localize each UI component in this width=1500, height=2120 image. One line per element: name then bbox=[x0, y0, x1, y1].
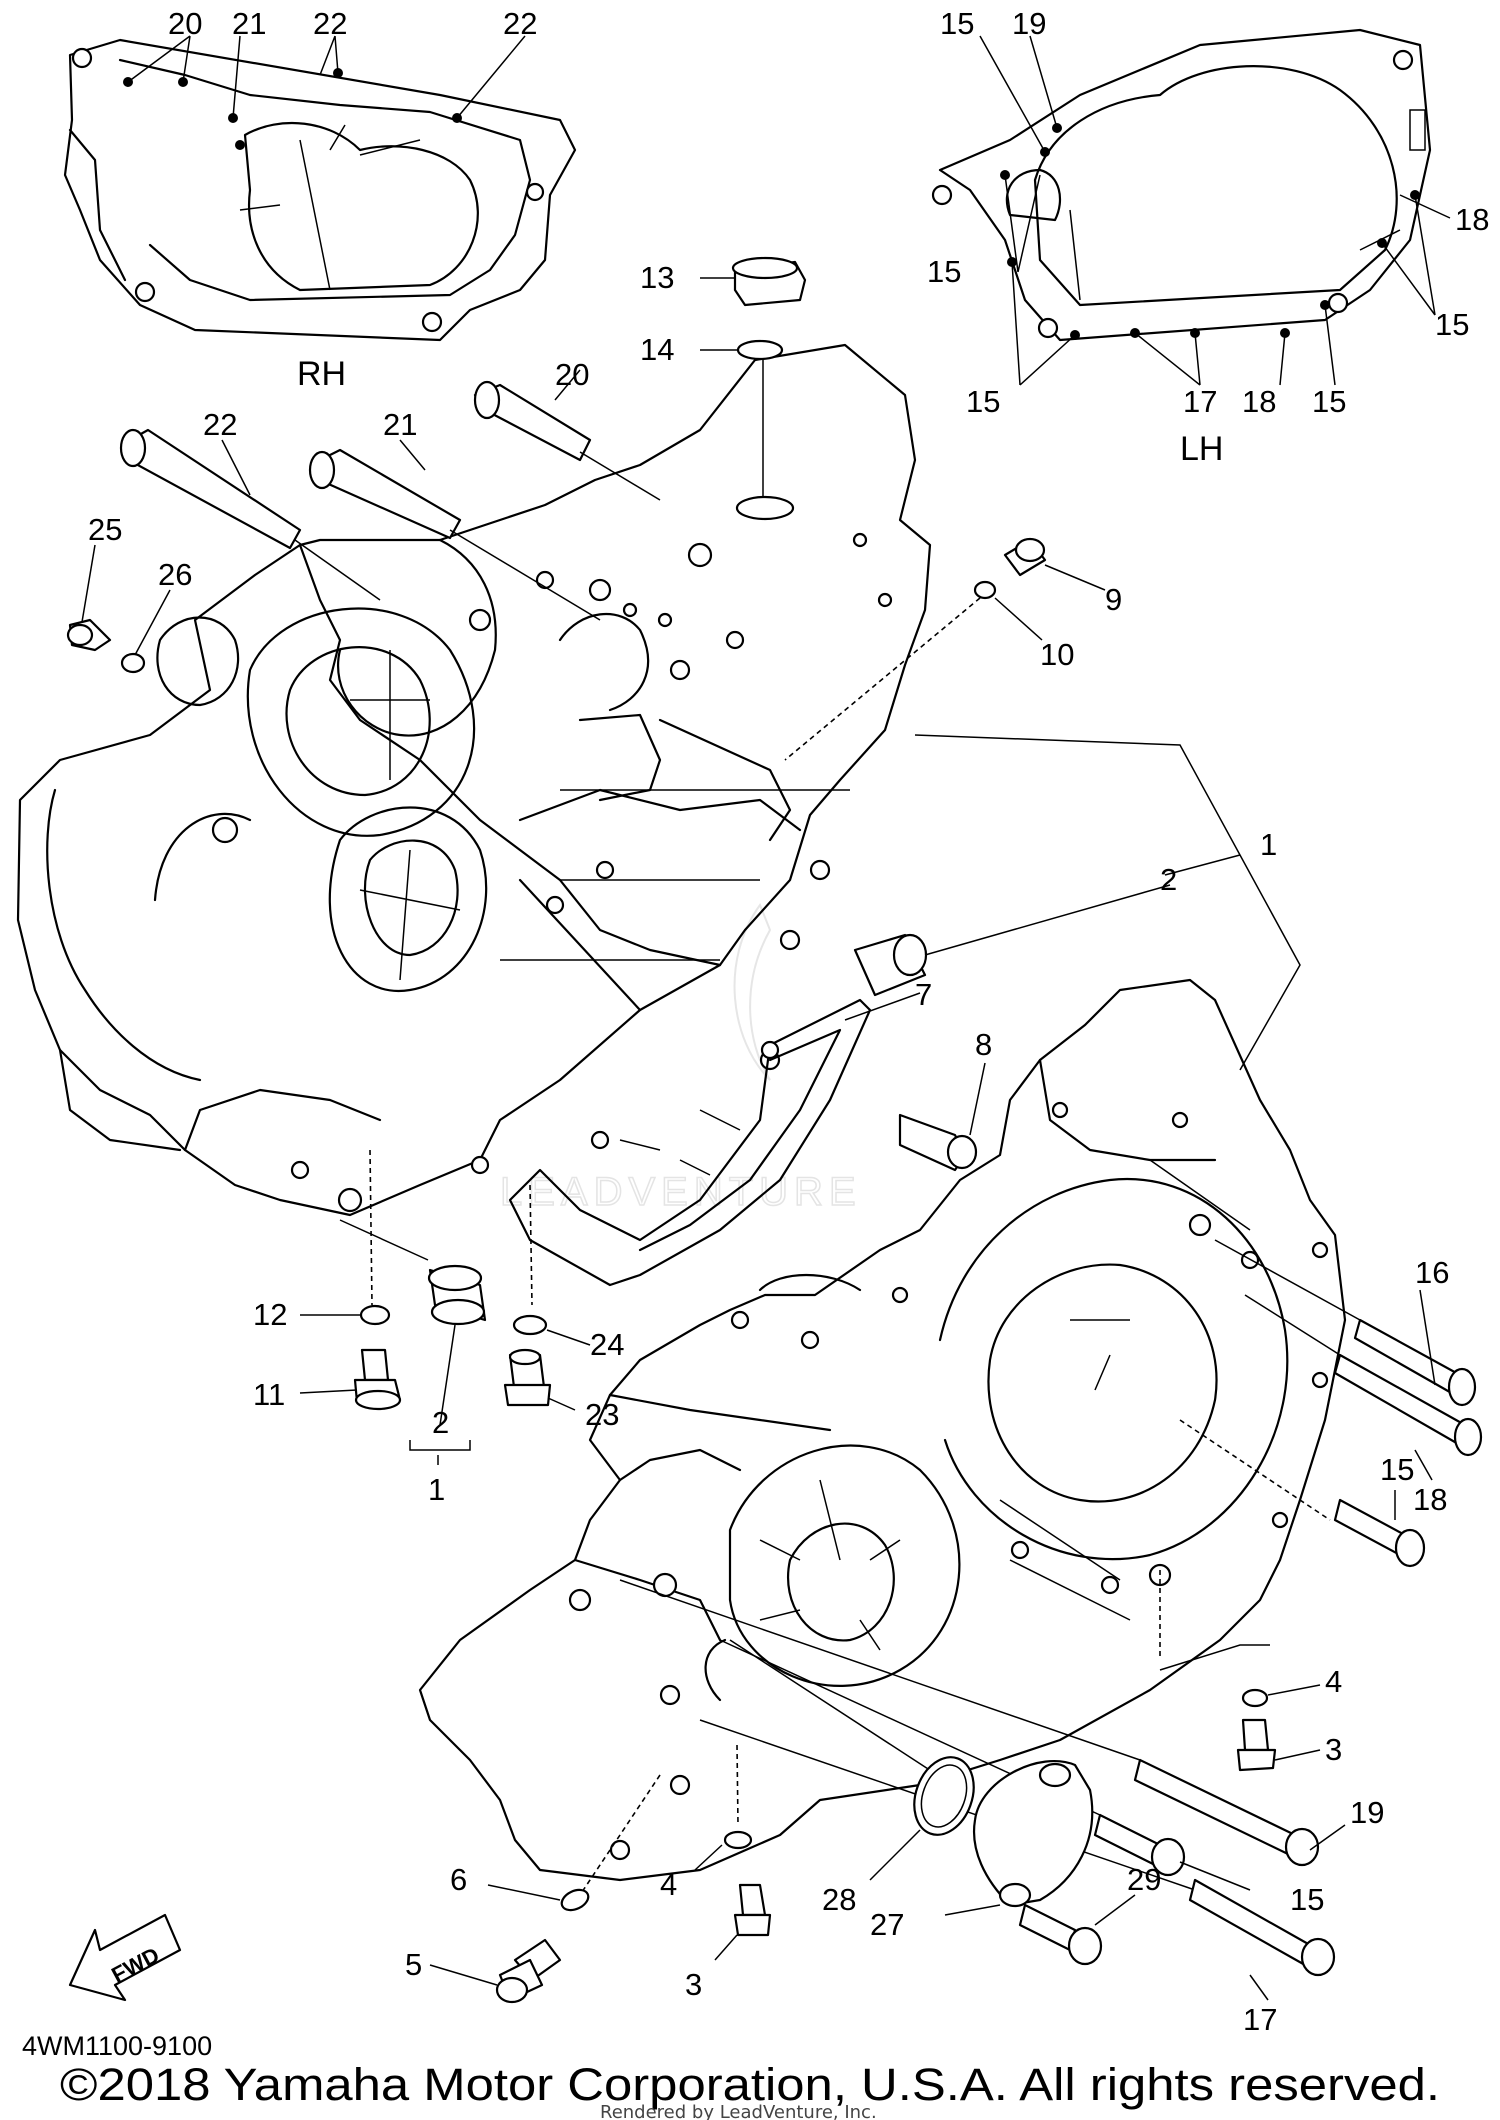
dowel-pin-upper: 2 1 bbox=[853, 827, 1277, 997]
callout-6: 6 bbox=[450, 1862, 467, 1897]
callout-15: 15 bbox=[1290, 1882, 1324, 1917]
lh-inset-view: 15 19 18 15 15 15 17 18 15 LH bbox=[927, 6, 1489, 468]
callout-19: 19 bbox=[1350, 1795, 1384, 1830]
parts-9-10: 9 10 bbox=[784, 537, 1122, 761]
part-13-14: 13 14 bbox=[640, 256, 807, 521]
callout-26: 26 bbox=[158, 557, 192, 592]
callout-17: 17 bbox=[1183, 384, 1217, 419]
callout-1: 1 bbox=[1260, 827, 1277, 862]
watermark-text: LEADVENTURE bbox=[500, 1170, 862, 1214]
callout-1: 1 bbox=[428, 1472, 445, 1507]
callout-20: 20 bbox=[168, 6, 202, 41]
oil-baffle-7 bbox=[508, 998, 872, 1287]
rh-view-label: RH bbox=[297, 355, 346, 393]
bolts-20-21-22: 20 21 22 bbox=[119, 357, 661, 621]
callout-28: 28 bbox=[822, 1882, 856, 1917]
watermark: LEADVENTURE bbox=[499, 902, 862, 1215]
callout-4: 4 bbox=[1325, 1664, 1342, 1699]
callout-8: 8 bbox=[975, 1027, 992, 1062]
bolts-19-15-17: 19 15 17 bbox=[619, 1579, 1384, 2037]
callout-15: 15 bbox=[1380, 1452, 1414, 1487]
callout-24: 24 bbox=[590, 1327, 624, 1362]
parts-27-28-29: 28 27 29 bbox=[729, 1639, 1161, 1966]
callout-2: 2 bbox=[1160, 862, 1177, 897]
parts-3-4-right: 4 3 bbox=[1159, 1570, 1342, 1772]
diagram-part-code: 4WM1100-9100 bbox=[22, 2031, 212, 2061]
parts-3-4-lower: 4 3 bbox=[660, 1744, 772, 2002]
callout-13: 13 bbox=[640, 260, 674, 295]
bolts-right-16-18-15: 16 18 15 bbox=[1179, 1239, 1483, 1568]
callout-12: 12 bbox=[253, 1297, 287, 1332]
callout-5: 5 bbox=[405, 1947, 422, 1982]
lh-view-label: LH bbox=[1180, 430, 1223, 468]
callout-19: 19 bbox=[1012, 6, 1046, 41]
callout-21: 21 bbox=[232, 6, 266, 41]
callout-11: 11 bbox=[253, 1377, 285, 1412]
callout-16: 16 bbox=[1415, 1255, 1449, 1290]
callout-10: 10 bbox=[1040, 637, 1074, 672]
callout-25: 25 bbox=[88, 512, 122, 547]
callout-2: 2 bbox=[432, 1405, 449, 1440]
callout-15: 15 bbox=[927, 254, 961, 289]
callout-18: 18 bbox=[1413, 1482, 1447, 1517]
rendered-by-credit: Rendered by LeadVenture, Inc. bbox=[600, 2102, 877, 2120]
callout-17: 17 bbox=[1243, 2002, 1277, 2037]
callout-18: 18 bbox=[1242, 384, 1276, 419]
callout-15: 15 bbox=[1312, 384, 1346, 419]
callout-29: 29 bbox=[1127, 1862, 1161, 1897]
callout-23: 23 bbox=[585, 1397, 619, 1432]
callout-15: 15 bbox=[966, 384, 1000, 419]
callout-4: 4 bbox=[660, 1867, 677, 1902]
callout-21: 21 bbox=[383, 407, 417, 442]
crankcase-rh-half bbox=[16, 343, 932, 1217]
callout-22: 22 bbox=[203, 407, 237, 442]
rh-inset-view: 20 21 22 22 RH bbox=[63, 6, 577, 393]
parts-lower-left: 12 11 2 1 24 23 bbox=[253, 1149, 624, 1507]
callout-14: 14 bbox=[640, 332, 674, 367]
callout-3: 3 bbox=[1325, 1732, 1342, 1767]
callout-15: 15 bbox=[940, 6, 974, 41]
callout-22: 22 bbox=[503, 6, 537, 41]
callout-15: 15 bbox=[1435, 307, 1469, 342]
crankcase-lh-half bbox=[418, 978, 1347, 1882]
parts-7-8: 7 8 bbox=[844, 977, 992, 1172]
fwd-arrow-icon: FWD bbox=[68, 1913, 182, 2002]
parts-5-6: 6 5 bbox=[405, 1774, 661, 2004]
callout-20: 20 bbox=[555, 357, 589, 392]
callout-27: 27 bbox=[870, 1907, 904, 1942]
callout-9: 9 bbox=[1105, 582, 1122, 617]
callout-3: 3 bbox=[685, 1967, 702, 2002]
parts-25-26: 25 26 bbox=[66, 512, 192, 674]
callout-18: 18 bbox=[1455, 202, 1489, 237]
copyright-notice: ©2018 Yamaha Motor Corporation, U.S.A. A… bbox=[60, 2059, 1440, 2110]
callout-22: 22 bbox=[313, 6, 347, 41]
callout-7: 7 bbox=[915, 977, 932, 1012]
